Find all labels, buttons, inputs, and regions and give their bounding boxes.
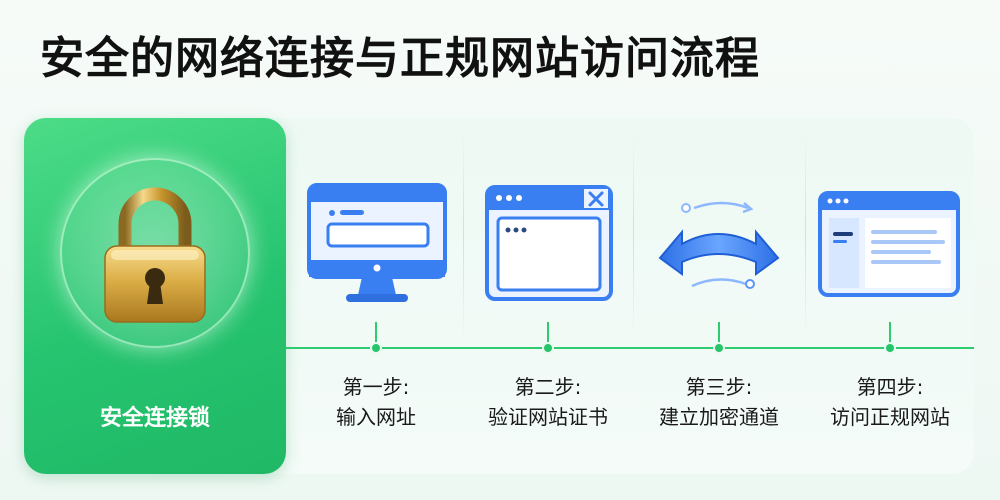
timeline-line — [286, 347, 974, 349]
step-4-text: 第四步: 访问正规网站 — [805, 372, 975, 432]
step-2-number: 第二步: — [514, 375, 582, 399]
timeline-stem — [375, 322, 377, 348]
step-4-number: 第四步: — [856, 375, 924, 399]
lock-card-label: 安全连接锁 — [99, 406, 210, 431]
column-divider — [633, 130, 634, 340]
step-2-label: 验证网站证书 — [488, 405, 608, 429]
step-2-text: 第二步: 验证网站证书 — [463, 372, 633, 432]
step-1-label: 输入网址 — [336, 405, 416, 429]
page-title: 安全的网络连接与正规网站访问流程 — [40, 33, 760, 84]
padlock-icon — [104, 187, 206, 323]
website-page-icon — [818, 191, 960, 297]
step-3-text: 第三步: 建立加密通道 — [634, 372, 804, 432]
timeline-dot-step-1 — [370, 342, 382, 354]
step-3-label: 建立加密通道 — [659, 405, 779, 429]
timeline-dot-step-3 — [713, 342, 725, 354]
browser-window-icon — [485, 185, 613, 301]
timeline-stem — [547, 322, 549, 348]
column-divider — [463, 130, 464, 340]
timeline-stem — [718, 322, 720, 348]
exchange-arrows-icon — [658, 201, 780, 289]
step-1-text: 第一步: 输入网址 — [291, 372, 461, 432]
timeline-dot-step-4 — [884, 342, 896, 354]
step-1-number: 第一步: — [342, 375, 410, 399]
step-3-number: 第三步: — [685, 375, 753, 399]
step-4-label: 访问正规网站 — [830, 405, 950, 429]
security-lock-card: 安全连接锁 — [24, 118, 286, 474]
monitor-url-icon — [307, 183, 447, 302]
timeline-dot-step-2 — [542, 342, 554, 354]
column-divider — [805, 130, 806, 340]
timeline-stem — [889, 322, 891, 348]
